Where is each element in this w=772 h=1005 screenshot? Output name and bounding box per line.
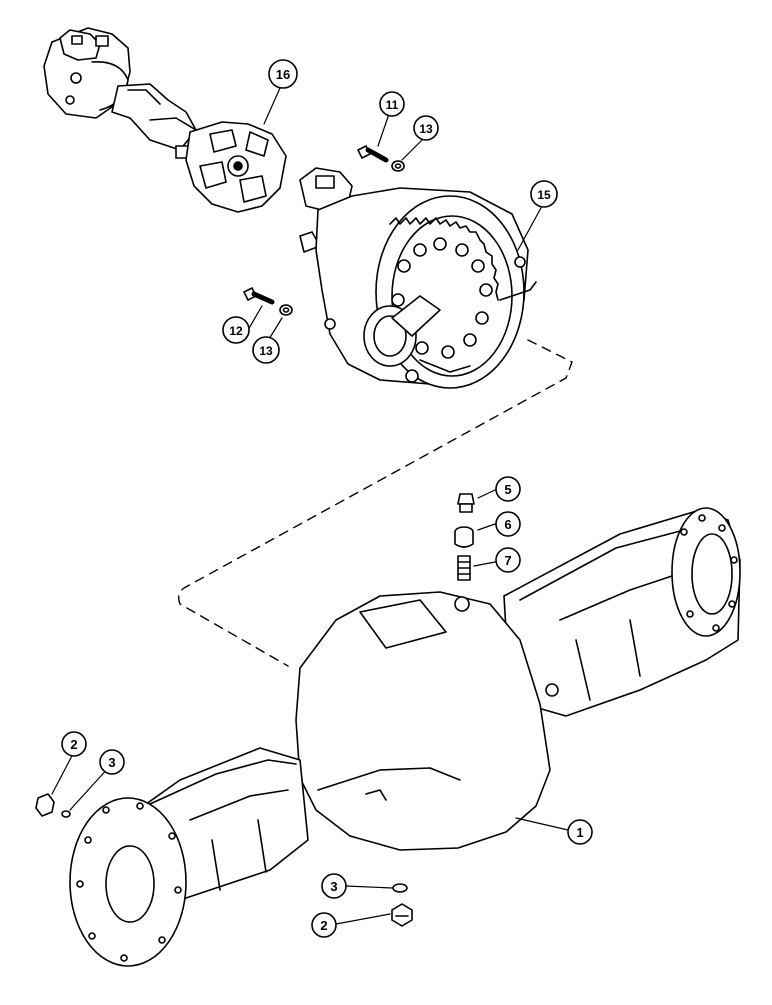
callout-label: 15 xyxy=(537,188,551,202)
callout-label: 12 xyxy=(229,324,243,338)
callout-11: 11 xyxy=(379,91,405,117)
callout-label: 7 xyxy=(504,553,511,568)
callout-label: 11 xyxy=(386,98,399,112)
callout-13-left: 13 xyxy=(252,336,280,364)
callout-16: 16 xyxy=(268,59,298,89)
washer-13-left xyxy=(279,304,293,316)
callout-7: 7 xyxy=(495,547,521,573)
stud-7 xyxy=(457,555,471,581)
axle-housing xyxy=(69,507,741,967)
bushing-6 xyxy=(454,526,474,548)
callout-13-top: 13 xyxy=(413,115,439,141)
callout-5: 5 xyxy=(495,476,521,502)
washer-13-top xyxy=(391,160,405,172)
callout-2-left: 2 xyxy=(61,731,87,757)
callout-label: 1 xyxy=(576,825,583,840)
callout-label: 16 xyxy=(276,67,290,82)
callout-label: 6 xyxy=(504,517,511,532)
bolt-11 xyxy=(357,145,389,163)
callout-label: 2 xyxy=(70,737,77,752)
drive-shaft-assembly xyxy=(43,27,287,213)
breather-5 xyxy=(457,493,475,513)
plug-2-bottom xyxy=(391,903,413,927)
seal-3-left xyxy=(61,810,71,818)
callout-2-bottom: 2 xyxy=(311,912,337,938)
callout-6: 6 xyxy=(495,511,521,537)
callout-label: 3 xyxy=(330,879,337,894)
seal-3-bottom xyxy=(392,883,408,893)
callout-label: 13 xyxy=(259,344,273,358)
callout-label: 3 xyxy=(108,755,115,770)
bolt-12 xyxy=(243,287,275,305)
callouts: 16 11 13 15 12 13 5 6 xyxy=(61,59,593,938)
differential-assembly xyxy=(299,167,537,389)
plug-2-left xyxy=(35,793,55,817)
callout-12: 12 xyxy=(222,316,250,344)
alignment-dashed-line xyxy=(177,339,573,667)
callout-label: 13 xyxy=(419,122,433,136)
callout-3-bottom: 3 xyxy=(321,873,347,899)
callout-15: 15 xyxy=(530,180,558,208)
callout-3-left: 3 xyxy=(99,749,125,775)
callout-label: 5 xyxy=(504,482,511,497)
callout-label: 2 xyxy=(320,918,327,933)
callout-1: 1 xyxy=(567,819,593,845)
